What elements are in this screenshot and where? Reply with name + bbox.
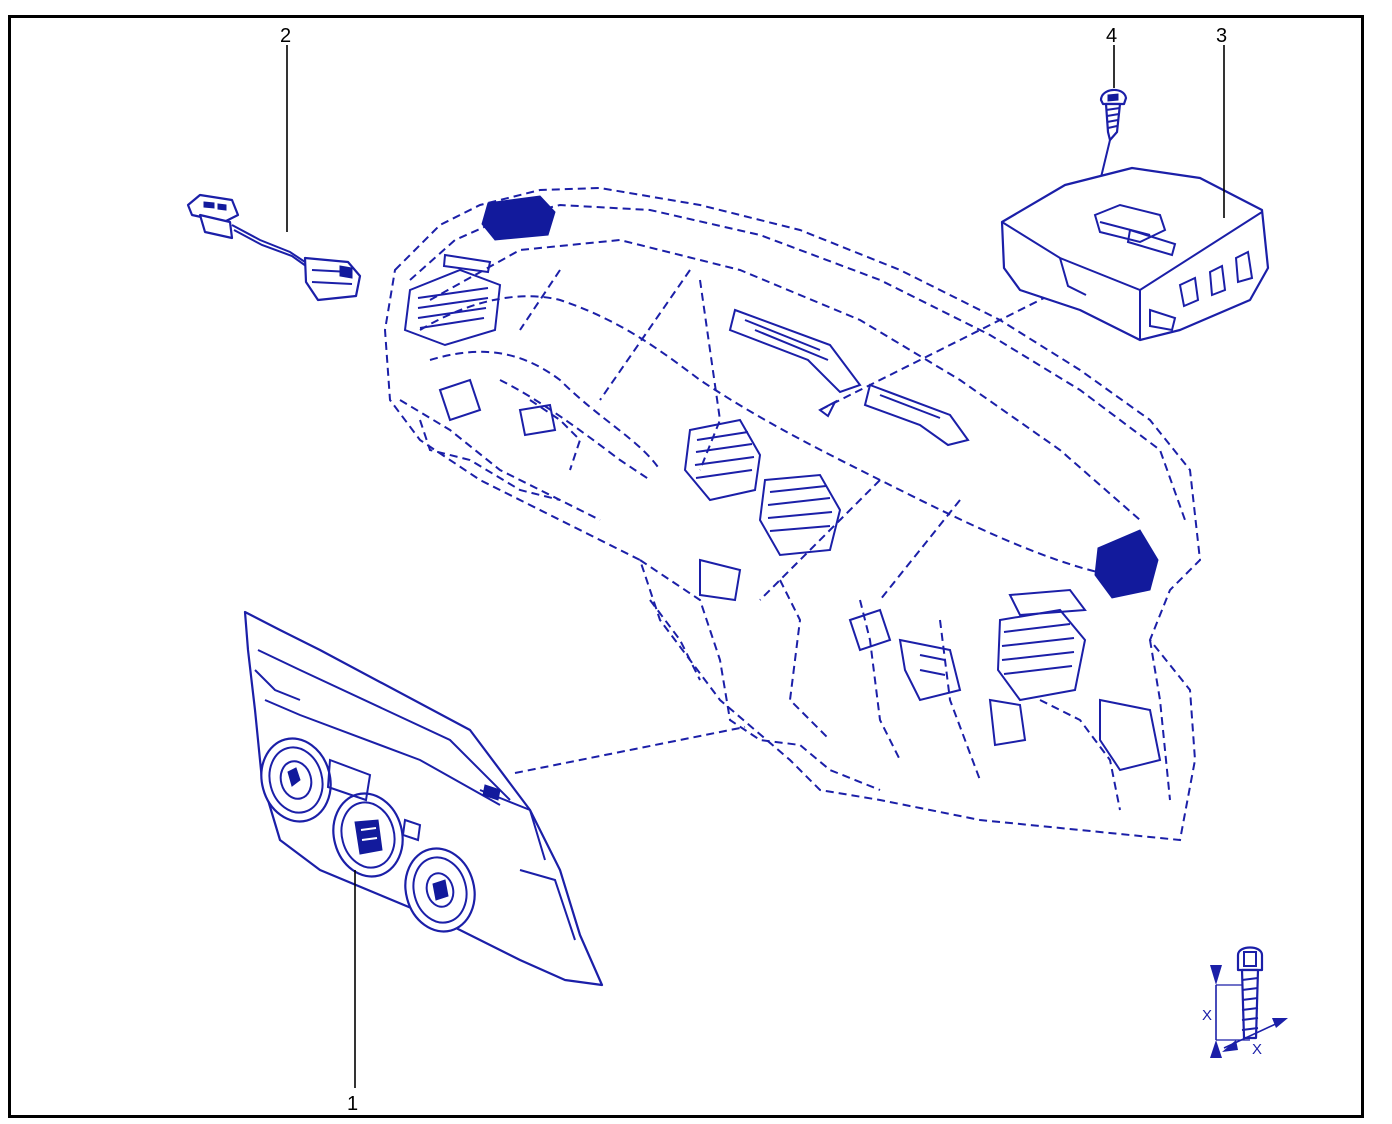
callout-4: 4 [1106, 25, 1117, 88]
part-1-climate-control-panel [243, 610, 604, 987]
part-3-control-module [1000, 166, 1270, 342]
torque-symbol: X X [1202, 946, 1288, 1058]
torque-label-x-left: X [1202, 1007, 1212, 1024]
callout-1: 1 [347, 870, 358, 1115]
callout-2: 2 [280, 25, 291, 232]
callout-3: 3 [1216, 25, 1227, 218]
callout-2-label: 2 [280, 25, 291, 47]
part-2-wiring-harness [186, 193, 362, 302]
callout-3-label: 3 [1216, 25, 1227, 47]
callout-1-label: 1 [347, 1093, 358, 1115]
guide-line-part-3 [819, 289, 1061, 411]
instrument-panel-assembly [383, 186, 1202, 842]
guide-line-part-1 [514, 726, 746, 774]
callout-4-label: 4 [1106, 25, 1117, 47]
part-4-screw [1099, 88, 1128, 142]
torque-label-x-bottom: X [1252, 1041, 1262, 1058]
